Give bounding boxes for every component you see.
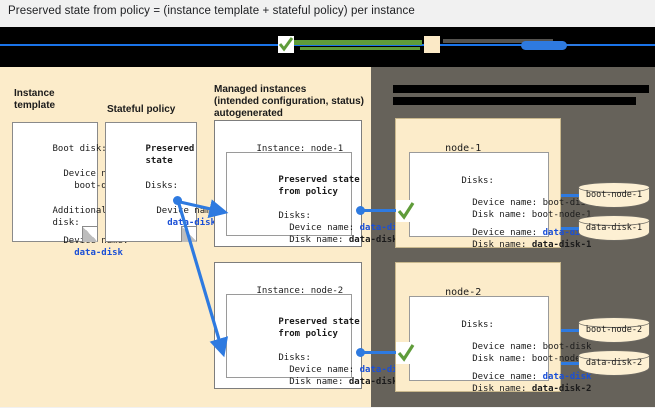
mi2-title-1: Preserved state <box>278 316 360 327</box>
node-card-node-2: node-2 Disks: Device name: boot-disk Dis… <box>395 262 591 394</box>
mi1-instance-line: Instance: node-1 <box>256 143 344 154</box>
preserved-state-box-node-2: Preserved state from policy Disks: Devic… <box>226 294 408 387</box>
right-panel-redaction-line-2 <box>393 97 636 105</box>
node2-data-device-value: data-disk <box>542 371 592 382</box>
mi2-device-value: data-disk <box>359 364 409 375</box>
mi2-disk-value: data-disk-2 <box>348 376 409 387</box>
preserved-state-box-node-1: Preserved state from policy Disks: Devic… <box>226 152 408 245</box>
top-blue-pill-icon <box>521 41 567 50</box>
node1-boot-device: Device name: boot-disk <box>461 197 592 208</box>
check-badge-node-2-icon <box>396 342 416 364</box>
node2-data-device-label: Device name: <box>461 371 543 382</box>
node-1-disks-box: Disks: Device name: boot-disk Disk name:… <box>409 152 591 250</box>
node2-title: node-2 <box>445 286 482 298</box>
disk-cylinder-data-disk-1: data-disk-1 <box>578 215 650 243</box>
top-tan-swatch <box>424 36 440 53</box>
managed-instance-card-node-1: Instance: node-1 Preserved state from po… <box>214 120 408 247</box>
mi1-device-label: Device name: <box>278 222 360 233</box>
top-gray-rule <box>443 39 553 43</box>
node1-data-disk-value: data-disk-1 <box>531 239 592 250</box>
it-line-1: Boot disk: <box>52 143 107 154</box>
node1-disks-label: Disks: <box>461 175 494 186</box>
cylinder-label: boot-node-2 <box>585 325 643 335</box>
it-line-5: disk: <box>52 217 80 228</box>
node-2-disks-box: Disks: Device name: boot-disk Disk name:… <box>409 296 591 394</box>
node2-disks-label: Disks: <box>461 319 494 330</box>
wire-node1-data <box>561 227 579 230</box>
sp-title-1: Preserved <box>145 143 195 154</box>
connector-dot-stateful-policy <box>173 196 182 205</box>
wire-node1-boot <box>561 194 579 197</box>
stateful-policy-note: Preserved state Disks: Device name: data… <box>105 122 221 242</box>
right-panel-redaction-line-1 <box>393 85 649 93</box>
top-check-badge-icon <box>278 36 294 53</box>
top-redaction-band <box>0 27 655 67</box>
top-green-rule-2 <box>300 47 420 50</box>
cylinder-label: boot-node-1 <box>585 190 643 200</box>
sp-title-2: state <box>145 155 173 166</box>
mi2-disk-label: Disk name: <box>278 376 349 387</box>
disk-cylinder-boot-node-1: boot-node-1 <box>578 182 650 210</box>
heading-managed-instances-line3: autogenerated <box>214 108 283 119</box>
mi2-device-label: Device name: <box>278 364 360 375</box>
mi2-disks-label: Disks: <box>278 352 311 363</box>
mi1-device-value: data-disk <box>359 222 409 233</box>
heading-managed-instances-line1: Managed instances <box>214 84 307 95</box>
heading-stateful-policy: Stateful policy <box>107 104 176 115</box>
wire-mi2-to-node2 <box>362 351 397 354</box>
wire-node2-boot <box>561 329 579 332</box>
instance-template-note: Boot disk: Device name: boot-disk Additi… <box>12 122 128 258</box>
disk-cylinder-boot-node-2: boot-node-2 <box>578 317 650 345</box>
mi2-title-2: from policy <box>278 328 338 339</box>
node1-data-disk-label: Disk name: <box>461 239 532 250</box>
wire-mi1-to-node1 <box>362 209 397 212</box>
it-line-3: boot-disk <box>52 180 123 191</box>
mi1-disk-label: Disk name: <box>278 234 349 245</box>
sp-disks-label: Disks: <box>145 180 179 191</box>
cylinder-label: data-disk-2 <box>585 358 643 368</box>
node2-boot-disk: Disk name: boot-node-2 <box>461 353 592 364</box>
connector-dot-mi2 <box>356 348 365 357</box>
wire-node2-data <box>561 362 579 365</box>
node1-title: node-1 <box>445 142 482 154</box>
it-line-4: Additional <box>52 205 107 216</box>
mi1-disk-value: data-disk-1 <box>348 234 409 245</box>
node1-boot-disk: Disk name: boot-node-1 <box>461 209 592 220</box>
disk-cylinder-data-disk-2: data-disk-2 <box>578 350 650 378</box>
mi2-instance-line: Instance: node-2 <box>256 285 344 296</box>
connector-dot-mi1 <box>356 206 365 215</box>
top-green-rule <box>292 40 422 45</box>
heading-managed-instances: Managed instances (intended configuratio… <box>214 84 374 120</box>
top-blue-tail <box>556 44 580 46</box>
node2-data-disk-value: data-disk-2 <box>531 383 592 394</box>
it-line-7: data-disk <box>52 247 123 258</box>
heading-instance-template: Instance template <box>14 88 56 111</box>
node1-data-device-value: data-disk <box>542 227 592 238</box>
cylinder-label: data-disk-1 <box>585 223 643 233</box>
page-fold-corner-icon <box>181 226 197 242</box>
mi1-title-1: Preserved state <box>278 174 360 185</box>
node-card-node-1: node-1 Disks: Device name: boot-disk Dis… <box>395 118 591 250</box>
mi1-disks-label: Disks: <box>278 210 311 221</box>
node2-boot-device: Device name: boot-disk <box>461 341 592 352</box>
managed-instance-card-node-2: Instance: node-2 Preserved state from po… <box>214 262 408 389</box>
check-badge-node-1-icon <box>396 200 416 222</box>
node1-data-device-label: Device name: <box>461 227 543 238</box>
page-fold-corner-icon <box>82 226 98 242</box>
mi1-title-2: from policy <box>278 186 338 197</box>
heading-managed-instances-line2: (intended configuration, status) <box>214 96 364 107</box>
page-title: Preserved state from policy = (instance … <box>8 5 415 17</box>
node2-data-disk-label: Disk name: <box>461 383 532 394</box>
top-blue-rule <box>0 44 655 46</box>
